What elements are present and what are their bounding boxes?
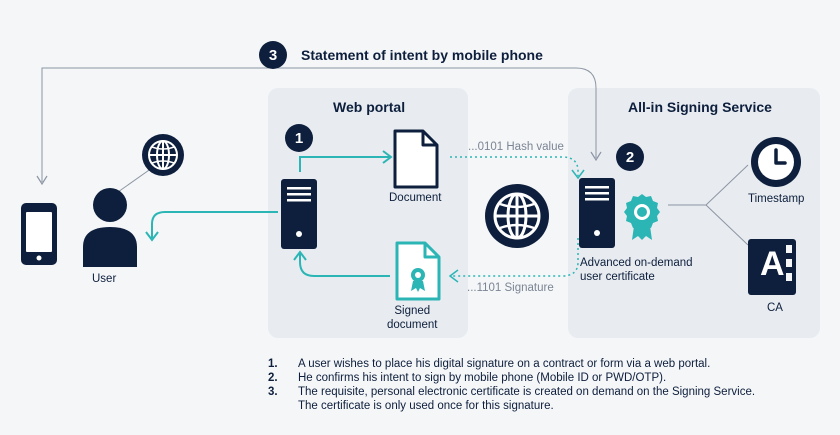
mobile-phone-icon: [21, 203, 57, 265]
ca-book-icon: [748, 239, 796, 295]
globe-icon: [142, 134, 184, 176]
user-label: User: [92, 273, 117, 285]
note-item: 1. A user wishes to place his digital si…: [268, 357, 755, 371]
clock-icon: [751, 137, 801, 187]
signed-document-label: Signed document: [387, 304, 438, 332]
step-1-badge: 1: [285, 124, 313, 152]
note-number: 2.: [268, 372, 278, 384]
timestamp-label: Timestamp: [748, 193, 805, 205]
ca-letter: A: [760, 245, 785, 283]
web-server-icon: [281, 179, 317, 249]
certificate-seal-icon: [624, 194, 660, 240]
note-number: 1.: [268, 358, 278, 370]
step-3-label: Statement of intent by mobile phone: [301, 47, 543, 63]
signature-label: ...1101 Signature: [467, 282, 554, 294]
note-text: He confirms his intent to sign by mobile…: [298, 372, 667, 384]
certificate-label: Advanced on-demand user certificate: [580, 256, 693, 284]
user-icon: [83, 188, 137, 267]
signed-document-label-line1: Signed: [394, 305, 431, 317]
signed-document-icon: [395, 241, 441, 301]
step-3-badge: 3: [259, 41, 287, 69]
signing-service-title: All-in Signing Service: [628, 99, 772, 115]
note-item: 2. He confirms his intent to sign by mob…: [268, 371, 755, 385]
note-item: The certificate is only used once for th…: [268, 399, 755, 413]
note-number: 3.: [268, 386, 278, 398]
document-icon: [393, 129, 439, 189]
note-text: The requisite, personal electronic certi…: [298, 386, 756, 398]
globe-center-icon: [485, 184, 549, 248]
notes-list: 1. A user wishes to place his digital si…: [268, 357, 755, 413]
ca-label: CA: [767, 302, 783, 314]
signing-server-icon: [579, 178, 615, 248]
document-label: Document: [389, 192, 442, 204]
certificate-label-line1: Advanced on-demand: [580, 257, 693, 269]
note-item: 3. The requisite, personal electronic ce…: [268, 385, 755, 399]
certificate-label-line2: user certificate: [580, 271, 655, 283]
hash-value-label: ...0101 Hash value: [468, 141, 564, 153]
note-text: The certificate is only used once for th…: [298, 400, 554, 412]
note-text: A user wishes to place his digital signa…: [298, 358, 711, 370]
note-number: [268, 399, 298, 413]
web-portal-title: Web portal: [333, 99, 406, 115]
step-2-badge: 2: [616, 143, 644, 171]
signed-document-label-line2: document: [387, 319, 438, 331]
